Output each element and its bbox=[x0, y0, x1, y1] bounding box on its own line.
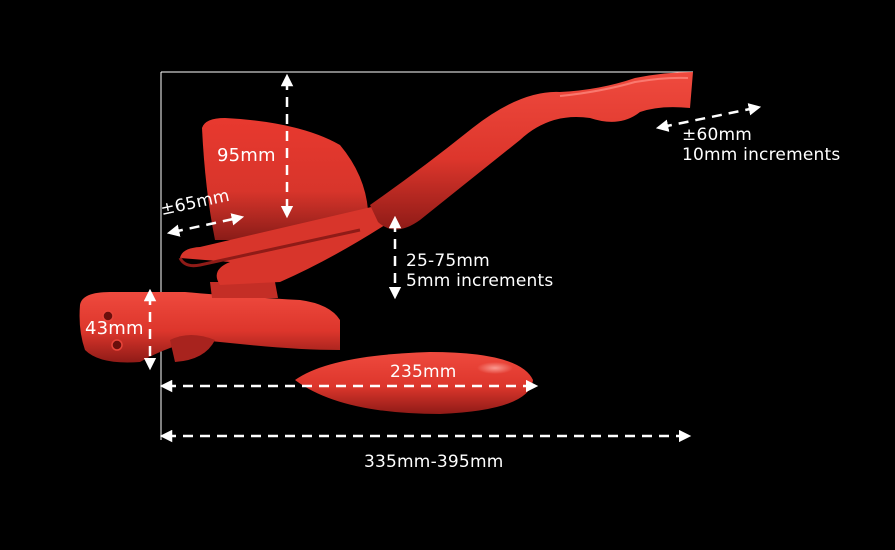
clamp-height-label: 43mm bbox=[85, 318, 144, 339]
pad-fore-aft-arrow bbox=[166, 213, 245, 237]
extension-reach-label-group: ±60mm 10mm increments bbox=[682, 125, 840, 166]
extension-reach-label: ±60mm bbox=[682, 125, 752, 145]
pad-stack-label: 25-75mm bbox=[406, 251, 490, 271]
base-length-label: 235mm bbox=[390, 362, 457, 382]
base-bar bbox=[79, 282, 533, 414]
extension-tube bbox=[370, 72, 693, 230]
pad-stack-increment: 5mm increments bbox=[406, 271, 554, 292]
overall-length-label: 335mm-395mm bbox=[364, 452, 504, 472]
pad-stack-label-group: 25-75mm 5mm increments bbox=[406, 251, 553, 292]
pad-height-label: 95mm bbox=[217, 145, 276, 166]
extension-reach-increment: 10mm increments bbox=[682, 145, 841, 166]
